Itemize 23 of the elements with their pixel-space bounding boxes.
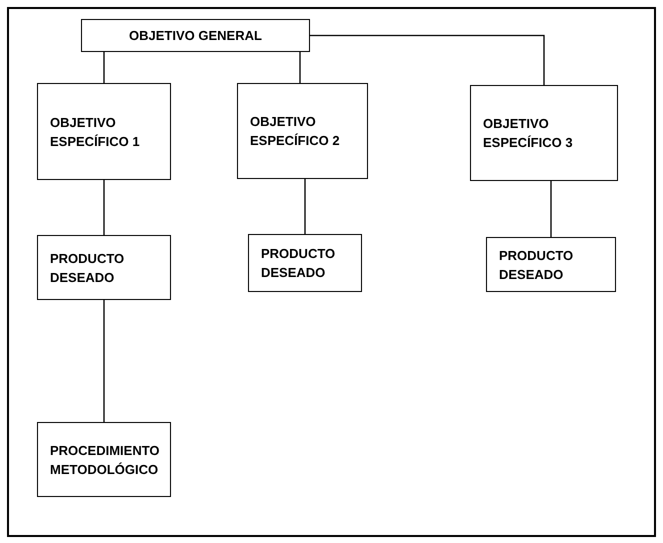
connector-line <box>103 180 105 235</box>
box <box>37 83 171 180</box>
connector-line <box>103 300 105 422</box>
connector-line <box>103 52 105 83</box>
connector-line <box>550 181 552 237</box>
box-label: PRODUCTO DESEADO <box>50 250 126 286</box>
box-label: PRODUCTO DESEADO <box>261 245 336 282</box>
connector-line <box>304 179 306 234</box>
box <box>37 422 171 497</box>
box-label: OBJETIVO GENERAL <box>129 27 262 45</box>
box <box>81 19 310 52</box>
box-label: PRODUCTO DESEADO <box>499 246 574 284</box>
box <box>248 234 362 292</box>
box-label: OBJETIVO ESPECÍFICO 1 <box>50 114 141 150</box>
box-label: OBJETIVO ESPECÍFICO 3 <box>483 115 574 152</box>
box-label: OBJETIVO ESPECÍFICO 2 <box>250 113 341 150</box>
box <box>237 83 368 179</box>
box <box>37 235 171 300</box>
box-label: PROCEDIMIENTO METODOLÓGICO <box>50 442 160 478</box>
connector-line <box>310 34 545 85</box>
box <box>470 85 618 181</box>
box <box>486 237 616 292</box>
connector-line <box>299 52 301 83</box>
